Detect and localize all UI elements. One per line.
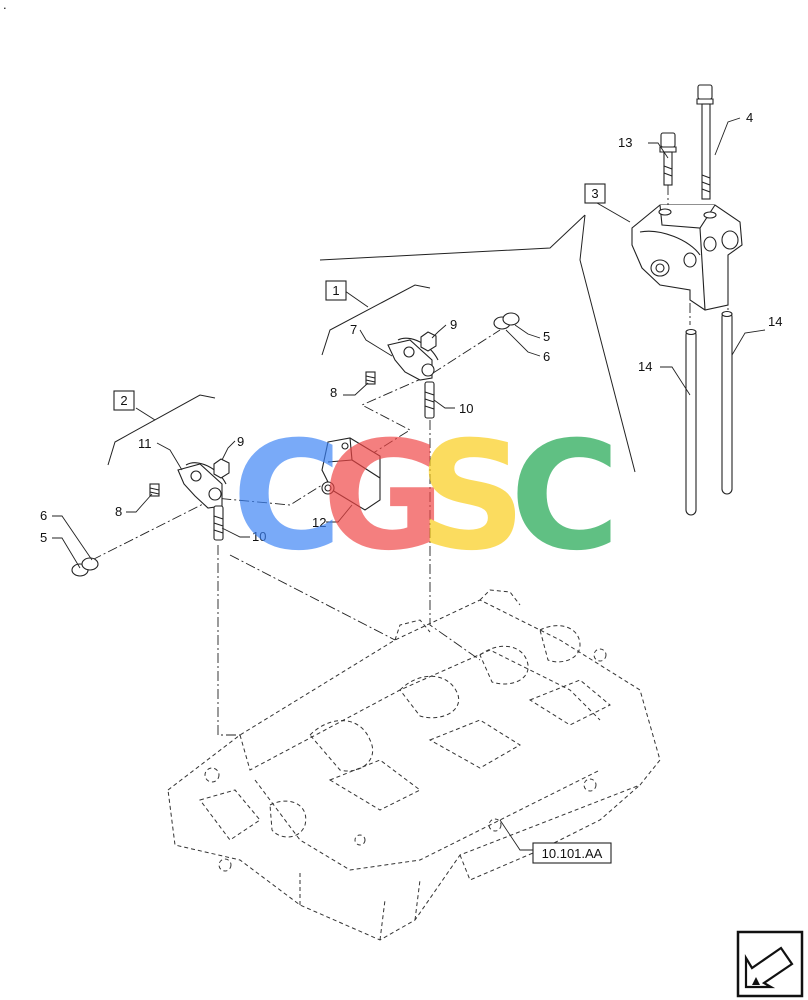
rocker-support-block: [321, 437, 381, 511]
callout-4-label: 4: [746, 110, 753, 125]
upper-circlip: [493, 312, 520, 330]
lower-adjust-screw: [149, 483, 160, 497]
callout-10-lower-label: 10: [252, 529, 266, 544]
upper-adjust-screw: [365, 371, 376, 385]
callout-8-upper-label: 8: [330, 385, 337, 400]
callout-9-lower-label: 9: [237, 434, 244, 449]
callout-5-upper-label: 5: [543, 329, 550, 344]
callout-6-upper-label: 6: [543, 349, 550, 364]
callout-8-lower-label: 8: [115, 504, 122, 519]
callout-13-label: 13: [618, 135, 632, 150]
push-rod-right: [721, 310, 733, 495]
group-bracket-lines: [107, 202, 636, 473]
lower-circlip: [71, 557, 99, 577]
callout-11-label: 11: [138, 436, 152, 451]
watermark: C G S C: [232, 410, 620, 584]
reference-box: [532, 842, 612, 864]
next-page-arrow-icon[interactable]: [736, 930, 804, 998]
watermark-letter-c1: C: [232, 410, 342, 584]
group-boxes: [113, 183, 612, 864]
leader-lines: [52, 117, 766, 851]
group-1-label: 1: [332, 283, 339, 298]
group-1-box: [325, 280, 347, 301]
rocker-shaft-bracket: [631, 204, 743, 311]
labels: 1 2 3 4 13 14 14 9 7 5 6 8 10 11 9 8 6 5…: [40, 110, 782, 861]
cylinder-head-drawing: [167, 589, 661, 941]
upper-rocker-arm: [387, 337, 439, 381]
callout-14-right-label: 14: [768, 314, 782, 329]
group-2-label: 2: [120, 393, 127, 408]
upper-nut: [420, 331, 437, 352]
watermark-letter-c2: C: [510, 410, 620, 584]
lower-nut: [213, 458, 230, 479]
lower-stud: [213, 505, 224, 541]
callout-12-label: 12: [312, 515, 326, 530]
corner-mark: .: [3, 0, 7, 12]
long-bolt: [696, 84, 714, 200]
callout-6-lower-label: 6: [40, 508, 47, 523]
callout-10-upper-label: 10: [459, 401, 473, 416]
callout-14-left-label: 14: [638, 359, 652, 374]
callout-7-label: 7: [350, 322, 357, 337]
parts: [71, 84, 743, 577]
watermark-letter-s: S: [418, 410, 526, 584]
upper-stud: [424, 381, 435, 419]
group-3-box: [584, 183, 606, 204]
group-3-label: 3: [591, 186, 598, 201]
push-rod-left: [685, 328, 697, 516]
callout-9-upper-label: 9: [450, 317, 457, 332]
reference-label: 10.101.AA: [542, 846, 603, 861]
callout-5-lower-label: 5: [40, 530, 47, 545]
short-bolt: [659, 132, 677, 186]
group-2-box: [113, 390, 135, 411]
watermark-letter-g: G: [322, 410, 445, 584]
